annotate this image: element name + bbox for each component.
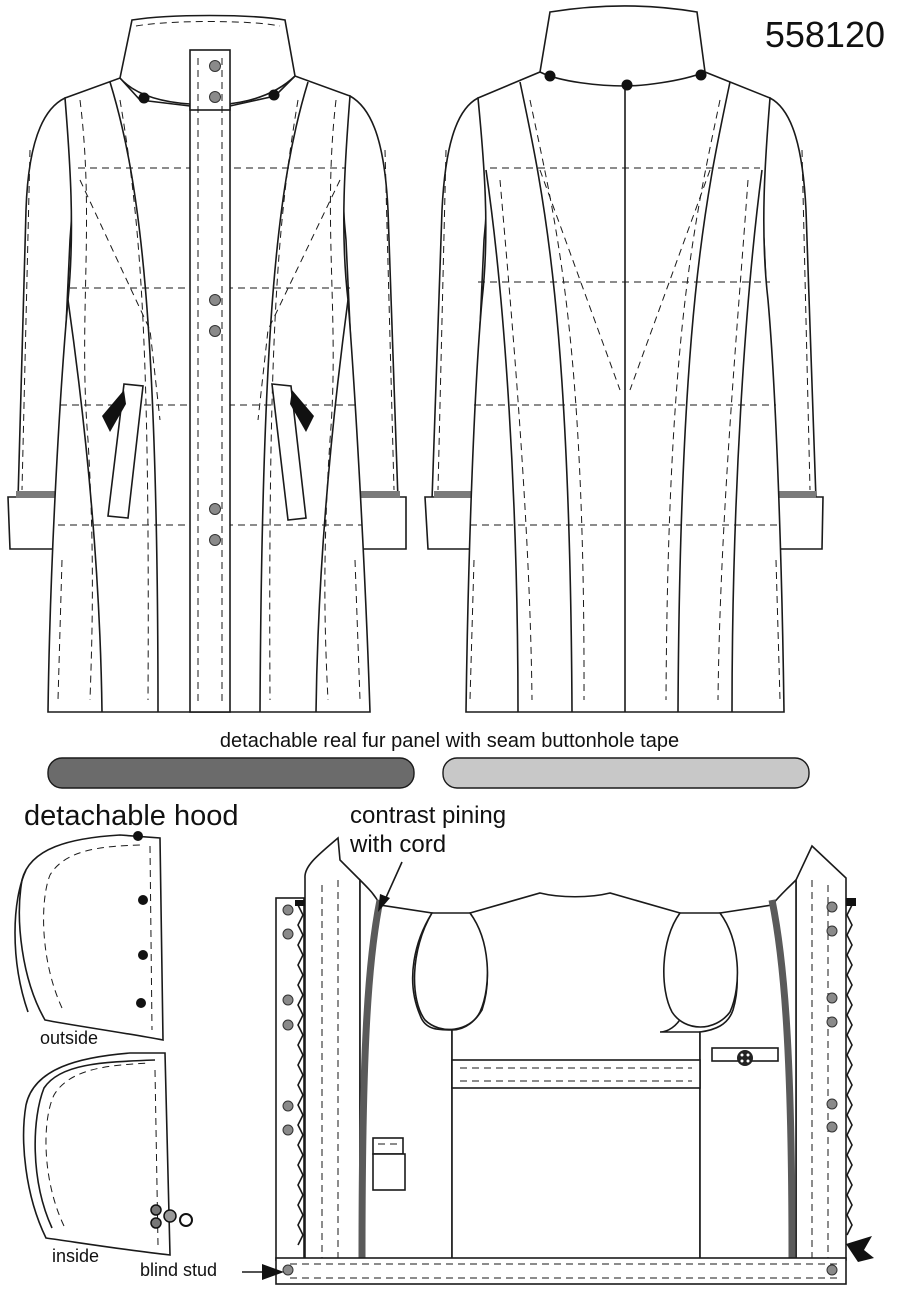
snap-button — [209, 503, 221, 515]
front-right-cuff-tab — [360, 491, 400, 498]
snap-button — [209, 60, 221, 72]
hood-inside-label: inside — [52, 1246, 100, 1266]
back-seam — [485, 169, 519, 713]
front-seam — [259, 81, 309, 713]
back-left-cuff-tab — [434, 491, 474, 498]
zipper-teeth — [297, 904, 304, 1246]
piping-callout-line — [383, 861, 403, 903]
blind-stud-label: blind stud — [140, 1260, 218, 1280]
hood-attachment-stud — [695, 69, 707, 81]
fur-panel-light — [442, 757, 810, 789]
hood-inside — [22, 1052, 193, 1256]
hood-title: detachable hood — [24, 800, 239, 832]
back-view-coat — [424, 5, 824, 713]
inner-zip-pocket — [711, 1047, 779, 1066]
piping-callout-line2: with cord — [350, 831, 447, 858]
model-number: 558120 — [764, 14, 885, 55]
snap-button — [209, 91, 221, 103]
button-icon — [737, 1050, 753, 1066]
front-seam — [67, 299, 103, 713]
back-right-cuff-tab — [776, 491, 816, 498]
pocket-zip-pull — [102, 390, 126, 432]
fur-panel-caption: detachable real fur panel with seam butt… — [219, 730, 680, 752]
contrast-piping-right — [768, 899, 796, 1259]
front-view-coat — [7, 14, 407, 713]
front-left-cuff-tab — [16, 491, 56, 498]
hood-outside — [14, 831, 164, 1041]
right-armhole — [663, 912, 739, 1028]
piping-callout-line1: contrast pining — [350, 802, 507, 829]
piping-callout-arrowhead — [378, 894, 390, 912]
blind-stud — [282, 1264, 294, 1276]
hook-and-eye-icon — [150, 1204, 193, 1229]
fur-panel-dark — [47, 757, 415, 789]
back-seam — [731, 169, 763, 713]
back-seam — [519, 81, 573, 713]
back-seam — [677, 81, 731, 713]
hem-band — [275, 1257, 847, 1285]
lining-left-front — [304, 836, 361, 1261]
pocket-zip-pull — [290, 390, 314, 432]
hood-outside-label: outside — [40, 1028, 99, 1048]
hood-attachment-stud — [621, 79, 633, 91]
hood-attachment-stud — [544, 70, 556, 82]
left-armhole — [413, 912, 489, 1031]
front-right-welt-pocket — [271, 383, 307, 521]
lining-right-front — [795, 844, 847, 1261]
piping-callout: contrast pining with cord — [350, 801, 506, 859]
front-seam — [315, 299, 349, 713]
zipper-teeth — [846, 904, 853, 1236]
front-left-welt-pocket — [107, 383, 144, 519]
contrast-piping-left — [358, 899, 384, 1259]
inner-phone-pocket — [372, 1137, 406, 1191]
left-zipper-tape — [275, 897, 305, 1261]
snap-button — [209, 294, 221, 306]
lining-inside-view — [275, 836, 874, 1285]
zipper-pull-icon — [846, 1236, 874, 1262]
snap-button — [209, 325, 221, 337]
blind-stud-callout-arrowhead — [262, 1264, 284, 1280]
hood-attachment-stud — [138, 92, 150, 104]
snap-button — [209, 534, 221, 546]
inner-waist-band — [451, 1059, 701, 1089]
front-placket — [189, 49, 231, 713]
front-seam — [109, 81, 159, 713]
back-collar — [539, 5, 706, 87]
hood-attachment-stud — [268, 89, 280, 101]
